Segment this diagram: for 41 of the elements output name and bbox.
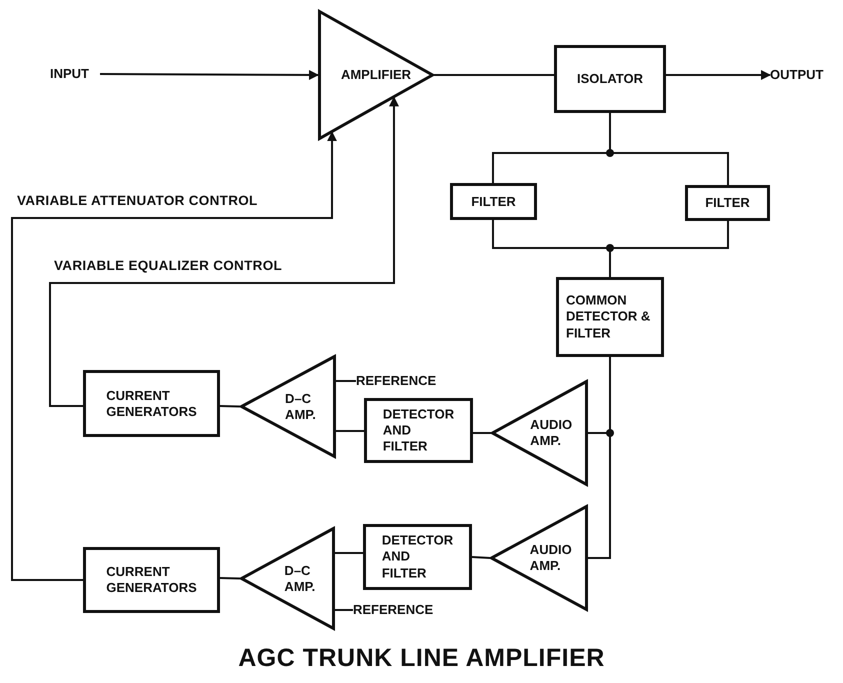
block-label: ISOLATOR: [577, 70, 643, 88]
block-box: [364, 398, 473, 463]
arrow: [100, 70, 319, 80]
block-box: [685, 185, 770, 221]
block-label: COMMON DETECTOR & FILTER: [566, 292, 652, 342]
signal-line: [434, 74, 554, 76]
signal-line: [472, 556, 490, 559]
block-label: FILTER: [471, 193, 516, 210]
signal-line: [336, 380, 356, 382]
block-label: DETECTOR AND FILTER: [382, 406, 454, 455]
block-label: D–C AMP.: [284, 562, 316, 595]
block-box: [556, 277, 664, 357]
block-label: AUDIO AMP.: [530, 416, 572, 450]
arrow: [666, 70, 771, 80]
arrow: [49, 96, 399, 407]
signal-line: [473, 432, 491, 434]
signal-line: [336, 430, 364, 432]
signal-label: INPUT: [50, 66, 89, 82]
block-label: CURRENT GENERATORS: [106, 387, 197, 420]
block-box: [83, 547, 220, 613]
arrow: [11, 131, 338, 581]
signal-line: [335, 552, 363, 554]
block-box: [554, 45, 666, 113]
block-label: DETECTOR AND FILTER: [382, 532, 454, 582]
block-label: AMPLIFIER: [340, 66, 412, 84]
signal-label: REFERENCE: [356, 372, 436, 390]
signal-label: OUTPUT: [770, 66, 824, 84]
block-box: [363, 524, 472, 590]
signal-line: [335, 609, 353, 612]
signal-line: [220, 404, 240, 408]
block-box: [83, 370, 220, 437]
block-label: AUDIO AMP.: [530, 542, 572, 574]
block-label: FILTER: [705, 194, 750, 212]
diagram-title: AGC TRUNK LINE AMPLIFIER: [237, 644, 606, 673]
block-box: [450, 183, 537, 220]
edge-label: VARIABLE ATTENUATOR CONTROL: [15, 193, 260, 208]
signal-label: REFERENCE: [353, 602, 434, 618]
block-label: D–C AMP.: [285, 390, 316, 423]
block-label: CURRENT GENERATORS: [106, 564, 197, 596]
signal-line: [220, 577, 240, 580]
edge-label: VARIABLE EQUALIZER CONTROL: [52, 258, 284, 273]
